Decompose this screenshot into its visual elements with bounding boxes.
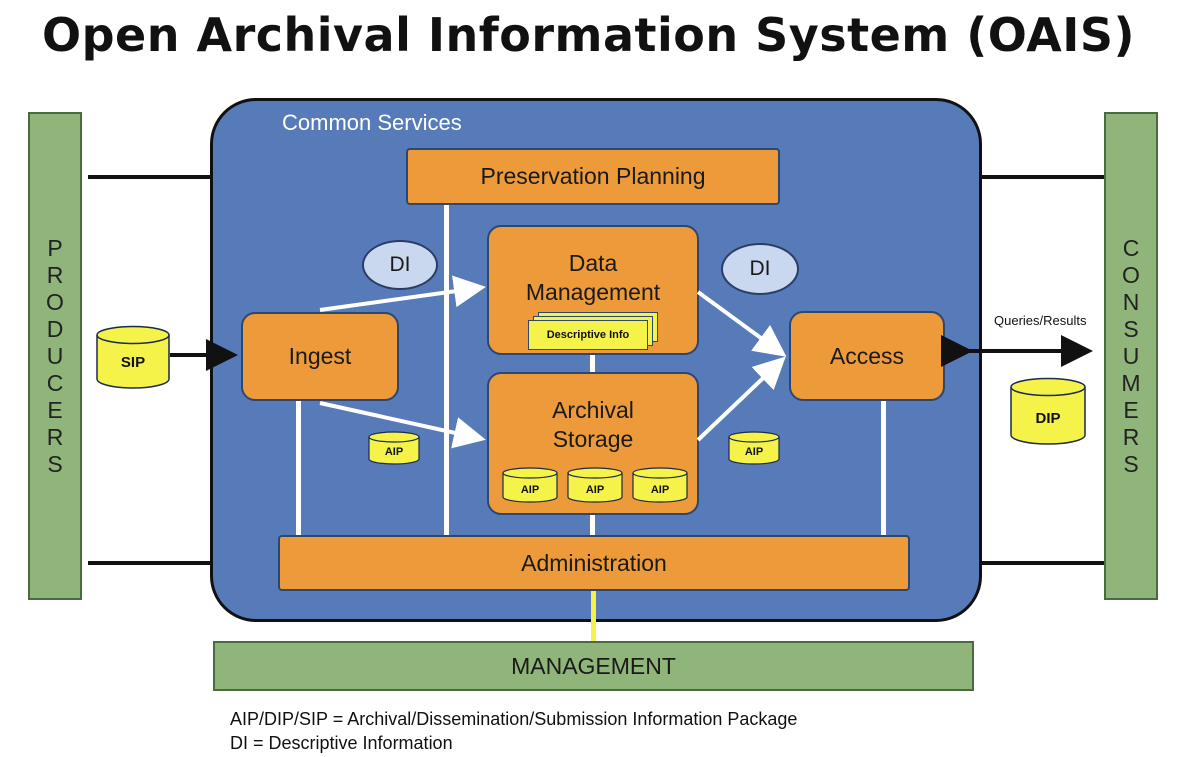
- consumers-letter: S: [1123, 315, 1139, 342]
- sip-label: SIP: [121, 354, 145, 371]
- legend: AIP/DIP/SIP = Archival/Dissemination/Sub…: [230, 707, 797, 755]
- aip-cylinder: AIP: [632, 467, 688, 503]
- preservation-planning-box: Preservation Planning: [406, 148, 780, 205]
- descriptive-info-stack: Descriptive Info: [528, 312, 660, 352]
- producers-letter: P: [47, 234, 63, 261]
- legend-line: DI = Descriptive Information: [230, 733, 453, 753]
- di-oval-right: DI: [721, 243, 799, 295]
- white-connector: [590, 352, 595, 374]
- producers-letter: O: [46, 288, 64, 315]
- page-title: Open Archival Information System (OAIS): [41, 8, 1136, 62]
- consumers-letter: C: [1122, 234, 1140, 261]
- arrow-ingest-to-data-mgmt: [319, 275, 486, 312]
- producers-bar: P R O D U C E R S: [28, 112, 82, 600]
- aip-cylinder: AIP: [567, 467, 623, 503]
- arrow-data-mgmt-to-access: [696, 290, 787, 357]
- consumers-bar: C O N S U M E R S: [1104, 112, 1158, 600]
- di-oval-left: DI: [362, 240, 438, 290]
- access-box: Access: [789, 311, 945, 401]
- white-connector: [296, 398, 301, 538]
- svg-text:AIP: AIP: [385, 446, 403, 458]
- svg-text:AIP: AIP: [651, 484, 669, 496]
- dip-cylinder: DIP: [1010, 377, 1086, 445]
- aip-cylinder: AIP: [502, 467, 558, 503]
- producers-letter: C: [46, 369, 64, 396]
- queries-results-label: Queries/Results: [994, 313, 1087, 328]
- administration-box: Administration: [278, 535, 910, 591]
- consumers-letter: R: [1122, 423, 1140, 450]
- producers-letter: E: [47, 396, 63, 423]
- consumers-letter: N: [1122, 288, 1140, 315]
- consumers-letter: O: [1122, 261, 1140, 288]
- producers-letter: S: [47, 450, 63, 477]
- management-connector: [591, 590, 596, 642]
- consumers-letter: U: [1122, 342, 1140, 369]
- connector-line: [905, 561, 1104, 565]
- descriptive-info-label: Descriptive Info: [528, 320, 648, 350]
- svg-text:AIP: AIP: [745, 446, 763, 458]
- producers-letter: R: [46, 261, 64, 288]
- arrow-storage-to-access: [696, 356, 786, 442]
- svg-text:AIP: AIP: [521, 484, 539, 496]
- arrow-ingest-to-storage: [319, 401, 486, 449]
- producers-letter: U: [46, 342, 64, 369]
- common-services-label: Common Services: [282, 110, 462, 135]
- dip-label: DIP: [1035, 410, 1060, 427]
- sip-cylinder: SIP: [96, 325, 170, 389]
- svg-text:AIP: AIP: [586, 484, 604, 496]
- legend-line: AIP/DIP/SIP = Archival/Dissemination/Sub…: [230, 709, 798, 729]
- aip-cylinder: AIP: [368, 431, 420, 465]
- connector-line: [88, 561, 288, 565]
- consumers-letter: M: [1121, 369, 1141, 396]
- consumers-letter: S: [1123, 450, 1139, 477]
- ingest-box: Ingest: [241, 312, 399, 401]
- data-management-label: Data Management: [525, 250, 661, 305]
- consumers-letter: E: [1123, 396, 1139, 423]
- white-connector: [590, 513, 595, 537]
- producers-letter: R: [46, 423, 64, 450]
- archival-storage-label: Archival Storage: [552, 397, 634, 452]
- aip-cylinder: AIP: [728, 431, 780, 465]
- producers-letter: D: [46, 315, 64, 342]
- white-connector: [444, 203, 449, 538]
- white-connector: [881, 398, 886, 538]
- management-bar: MANAGEMENT: [213, 641, 974, 691]
